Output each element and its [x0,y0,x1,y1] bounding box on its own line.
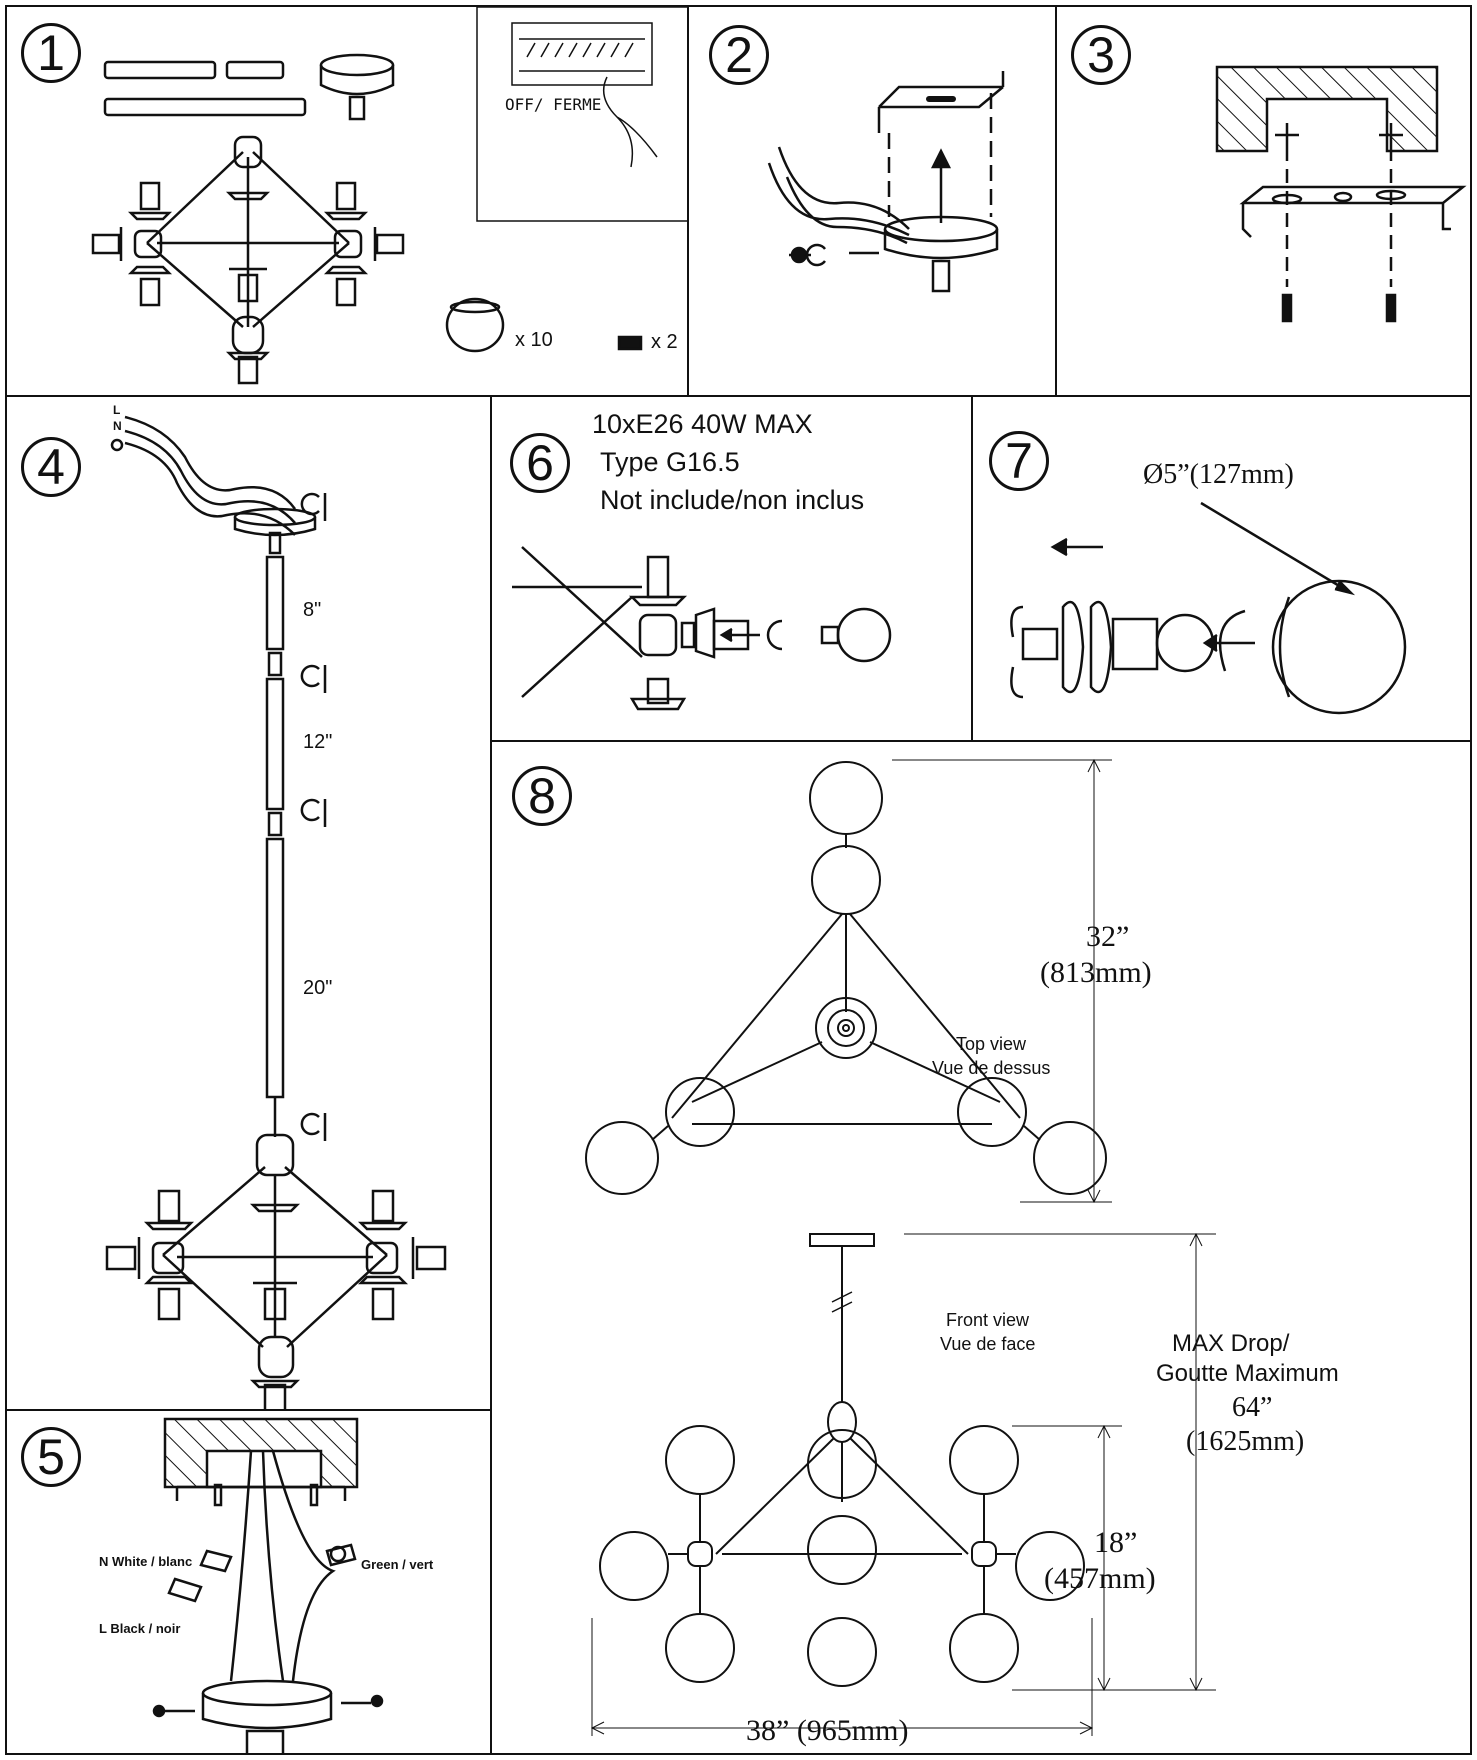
body-height-mm: (457mm) [1044,1562,1156,1595]
step-7-number: 7 [989,431,1049,491]
connector-quantity: x 2 [651,331,678,353]
max-drop-mm: (1625mm) [1186,1426,1305,1457]
front-view-label: Front view [946,1310,1030,1330]
dimensions-illustration [585,758,1216,1736]
rod-length-20: 20" [303,977,333,999]
wiring-illustration [152,1417,384,1753]
max-drop-label-fr: Goutte Maximum [1156,1360,1339,1387]
step-5-number: 5 [21,1427,81,1487]
rod-length-8: 8" [303,599,322,621]
top-height-in: 32” [1086,920,1130,953]
ground-wire-label: Green / vert [361,1557,434,1572]
wire-label-line: L [113,403,121,417]
step-8-number: 8 [512,766,572,826]
bulb-note: Not include/non inclus [600,485,865,515]
max-drop-in: 64” [1232,1392,1273,1423]
switch-label: OFF/ FERME [505,95,602,114]
top-view-label: Top view [956,1034,1027,1054]
ceiling-mount-illustration [1215,65,1467,323]
step-8-panel: 8 [490,740,1472,1755]
front-view-label-fr: Vue de face [940,1334,1036,1354]
parts-illustration [91,7,687,385]
line-wire-label: L Black / noir [99,1621,181,1636]
top-view-label-fr: Vue de dessus [932,1058,1051,1078]
body-height-in: 18” [1094,1526,1138,1559]
step-3-panel: 3 [1055,5,1472,397]
step-1-panel: 1 [5,5,689,397]
step-4-panel: 4 L N 8" 12" 20" [5,395,492,1411]
neutral-wire-label: N White / blanc [99,1554,193,1569]
assembly-illustration [105,415,447,1409]
step-4-number: 4 [21,437,81,497]
wire-label-neutral: N [113,419,122,433]
mounting-bracket-illustration [767,71,1005,293]
step-6-panel: 6 10xE26 40W MAX Type G16.5 Not include/… [490,395,973,742]
bulb-install-illustration [512,546,892,711]
overall-width: 38” (965mm) [746,1714,909,1747]
shade-install-illustration [1010,501,1407,715]
max-drop-label: MAX Drop/ [1172,1330,1290,1357]
top-height-mm: (813mm) [1040,956,1152,989]
step-7-panel: 7 Ø5”(127mm) [971,395,1472,742]
step-3-number: 3 [1071,25,1131,85]
step-5-panel: 5 N White / blanc Green / vert L Black /… [5,1409,492,1755]
step-2-number: 2 [709,25,769,85]
step-2-panel: 2 [687,5,1057,397]
shade-diameter: Ø5”(127mm) [1143,459,1294,490]
shade-quantity: x 10 [515,329,553,351]
bulb-type: Type G16.5 [600,447,740,477]
bulb-spec: 10xE26 40W MAX [592,409,813,439]
step-1-number: 1 [21,23,81,83]
rod-length-12: 12" [303,731,333,753]
step-6-number: 6 [510,433,570,493]
